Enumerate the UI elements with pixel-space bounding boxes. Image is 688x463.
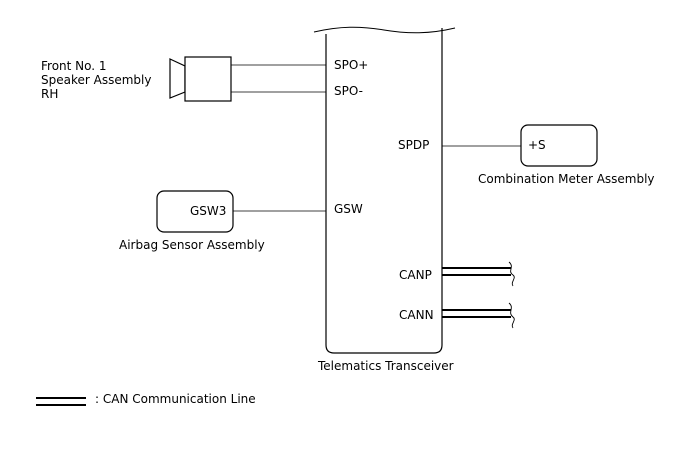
pin-gsw: GSW	[334, 202, 363, 216]
can-line-legend-text: : CAN Communication Line	[95, 392, 256, 406]
speaker-name-line1: Front No. 1	[41, 59, 107, 73]
pin-spdp: SPDP	[398, 138, 429, 152]
airbag-sensor-box	[156, 190, 234, 233]
pin-canp: CANP	[399, 268, 432, 282]
speaker-name-line2: Speaker Assembly	[41, 73, 151, 87]
speaker-name-line3: RH	[41, 87, 58, 101]
combination-meter-pin: +S	[528, 138, 546, 152]
can-bus-canp	[442, 261, 515, 287]
speaker-icon	[169, 56, 232, 102]
airbag-sensor-name: Airbag Sensor Assembly	[119, 238, 265, 252]
combination-meter-name: Combination Meter Assembly	[478, 172, 655, 186]
pin-spo-minus: SPO-	[334, 84, 363, 98]
can-line-legend-symbol	[36, 397, 86, 406]
pin-cann: CANN	[399, 308, 434, 322]
can-bus-cann	[442, 302, 515, 329]
airbag-sensor-pin: GSW3	[190, 204, 226, 218]
transceiver-break-line	[313, 26, 456, 34]
telematics-transceiver-box	[325, 28, 443, 354]
combination-meter-box	[520, 124, 598, 167]
transceiver-name: Telematics Transceiver	[317, 359, 454, 373]
pin-spo-plus: SPO+	[334, 58, 368, 72]
